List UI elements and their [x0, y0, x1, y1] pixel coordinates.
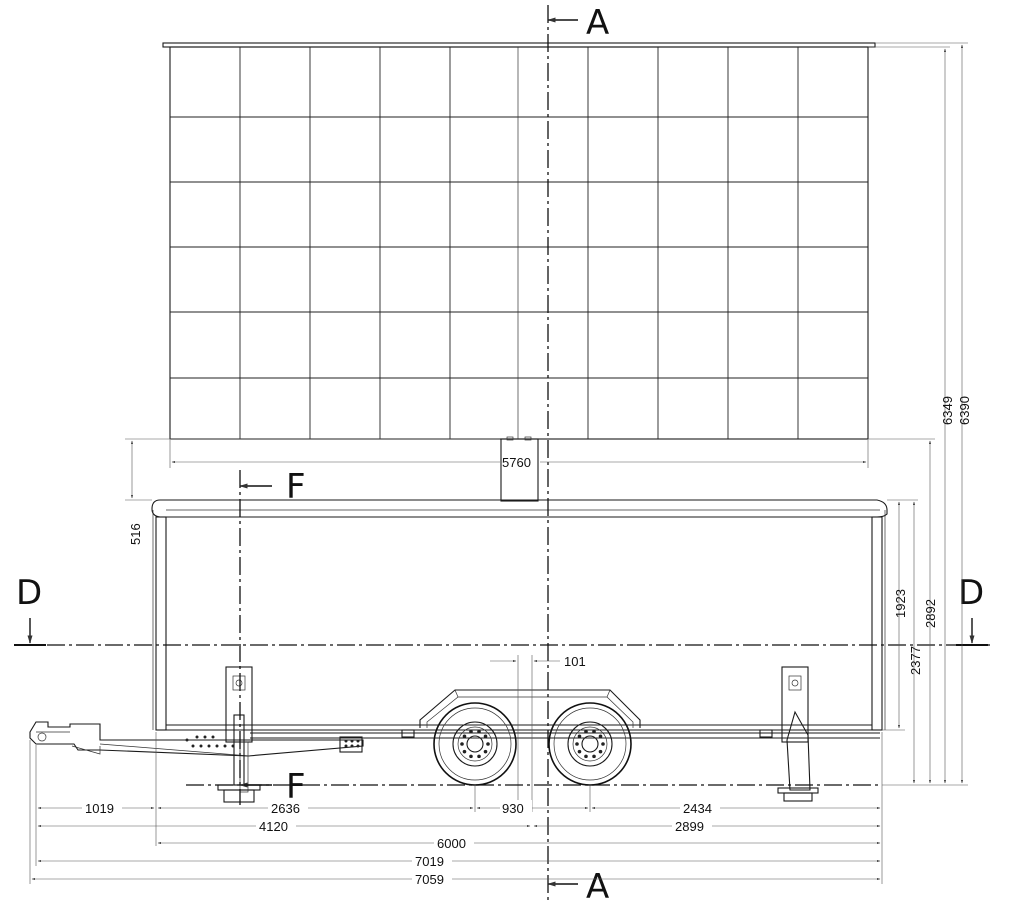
rear-jack [777, 666, 819, 802]
svg-text:D: D [16, 573, 42, 613]
svg-text:F: F [286, 767, 306, 807]
lamp-dot [344, 739, 348, 743]
section-marker-d-right: D [956, 573, 988, 646]
bolt [483, 734, 488, 739]
wheel-rear [548, 702, 632, 786]
svg-text:A: A [586, 3, 609, 43]
section-marker-d-left: D [14, 573, 46, 646]
bolt [462, 734, 467, 739]
svg-text:2377: 2377 [908, 646, 923, 675]
mast [500, 47, 539, 502]
trailer-box [151, 499, 888, 731]
svg-text:5760: 5760 [502, 455, 531, 470]
svg-text:516: 516 [128, 523, 143, 545]
lamp-dot [223, 744, 227, 748]
bolt [477, 754, 481, 759]
svg-text:2434: 2434 [683, 801, 712, 816]
bolt [584, 754, 588, 759]
lamp-dot [344, 744, 348, 748]
svg-text:A: A [586, 867, 609, 902]
drawbar [29, 721, 364, 757]
bolt [598, 734, 603, 739]
wheel-bolts [460, 729, 490, 759]
lamp-dot [199, 744, 203, 748]
dim-axle-offset: 101 [490, 654, 586, 812]
svg-text:1923: 1923 [893, 589, 908, 618]
svg-text:2899: 2899 [675, 819, 704, 834]
dim-right-heights: 6390 6349 2377 2892 1923 [868, 42, 972, 786]
bolt [575, 742, 579, 746]
wheel-bolts [575, 729, 605, 759]
dim-row-5: 7059 [31, 871, 881, 887]
bolt [469, 754, 473, 759]
svg-text:4120: 4120 [259, 819, 288, 834]
wheel-front [433, 702, 517, 786]
section-lines [18, 5, 990, 900]
bolt [483, 749, 488, 754]
dim-row-1: 1019 2636 930 2434 [37, 800, 881, 816]
svg-text:6349: 6349 [940, 396, 955, 425]
svg-text:2636: 2636 [271, 801, 300, 816]
bolt [462, 749, 467, 754]
bolt [584, 729, 588, 734]
section-marker-a-top: A [547, 3, 609, 43]
lamp-dot [211, 735, 215, 739]
bolt [469, 729, 473, 734]
svg-text:2892: 2892 [923, 599, 938, 628]
led-screen [162, 42, 876, 440]
bolt [592, 754, 596, 759]
screen-grid [170, 47, 868, 439]
bolt [460, 742, 464, 746]
lamp-dot [356, 744, 360, 748]
svg-text:7059: 7059 [415, 872, 444, 887]
bolt [486, 742, 490, 746]
svg-text:1019: 1019 [85, 801, 114, 816]
front-jack [217, 666, 261, 803]
section-marker-f-top: F [239, 467, 306, 507]
svg-text:101: 101 [564, 654, 586, 669]
lamp-dot [207, 744, 211, 748]
dim-row-3: 6000 [157, 835, 881, 851]
lamp-dot [191, 744, 195, 748]
lamp-dot [350, 744, 354, 748]
svg-text:F: F [286, 467, 306, 507]
bolt [577, 734, 582, 739]
svg-text:6390: 6390 [957, 396, 972, 425]
lamp-dot [185, 738, 189, 742]
dim-row-4: 7019 [37, 853, 881, 869]
bolt [598, 749, 603, 754]
bolt [577, 749, 582, 754]
lamp-dots [185, 735, 360, 748]
svg-text:6000: 6000 [437, 836, 466, 851]
chassis [250, 689, 880, 739]
bolt [592, 729, 596, 734]
svg-text:7019: 7019 [415, 854, 444, 869]
section-marker-a-bottom: A [547, 867, 609, 902]
bolt [477, 729, 481, 734]
lamp-dot [356, 739, 360, 743]
svg-text:930: 930 [502, 801, 524, 816]
bolt [601, 742, 605, 746]
dim-panel-width: 5760 [169, 440, 869, 470]
lamp-dot [203, 735, 207, 739]
lamp-dot [350, 739, 354, 743]
dim-row-2: 4120 2899 [37, 818, 881, 834]
lamp-dot [195, 735, 199, 739]
lamp-dot [215, 744, 219, 748]
dim-gap: 516 [125, 438, 500, 545]
